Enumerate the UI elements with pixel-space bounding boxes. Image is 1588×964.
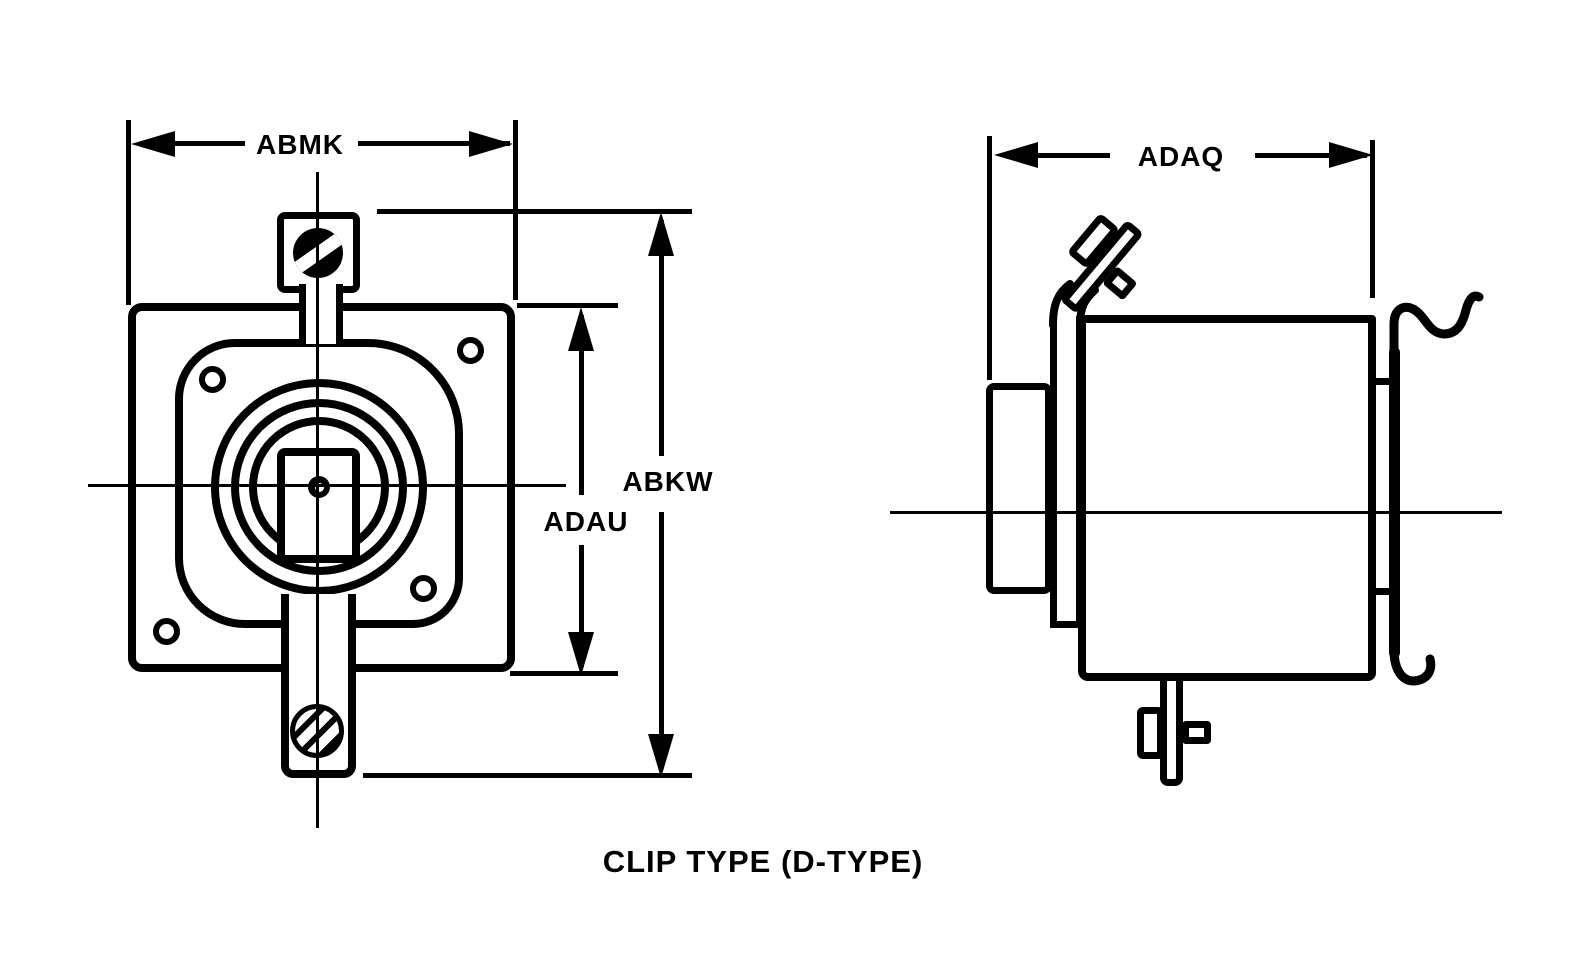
abmk-label: ABMK	[256, 129, 344, 160]
center-contact-hole	[315, 483, 324, 492]
clip-spring-bar	[1389, 347, 1400, 658]
terminal-strap-left-line	[1049, 280, 1074, 329]
top-block-neck	[299, 284, 343, 344]
front-vertical-centerline	[316, 172, 319, 828]
mounting-hole-top-left	[199, 366, 226, 393]
adaq-extension-left	[987, 136, 992, 380]
abmk-dim-line-right	[358, 141, 510, 146]
clip-bottom-hook	[1389, 645, 1436, 686]
adaq-label: ADAQ	[1137, 141, 1225, 172]
mounting-hole-top-right	[457, 337, 484, 364]
adau-label: ADAU	[543, 506, 629, 537]
adau-arrowhead-up	[568, 307, 594, 351]
bottom-terminal-tab	[1182, 721, 1211, 744]
side-horizontal-centerline	[890, 511, 1502, 514]
abkw-dim-line-lower	[659, 512, 664, 768]
adau-dim-line-upper	[579, 315, 584, 495]
adau-tick-top	[517, 303, 618, 308]
abkw-extension-top	[377, 209, 692, 214]
rear-block	[986, 383, 1052, 594]
adaq-extension-right	[1370, 140, 1375, 298]
abmk-extension-left	[126, 120, 131, 305]
abkw-arrowhead-up	[648, 212, 674, 256]
abkw-dim-line-upper	[659, 220, 664, 456]
abkw-label: ABKW	[622, 466, 714, 497]
connector-body	[1078, 315, 1376, 681]
abkw-extension-bottom	[363, 773, 692, 778]
adau-dim-line-lower	[579, 545, 584, 667]
adaq-dim-line-left	[1005, 153, 1110, 158]
adaq-dim-line-right	[1255, 153, 1367, 158]
abmk-dim-line-left	[140, 141, 245, 146]
clip-tick-upper	[1374, 378, 1391, 385]
abmk-arrowhead-left	[131, 131, 175, 157]
front-horizontal-centerline	[88, 484, 566, 487]
clip-tick-lower	[1374, 588, 1391, 595]
figure-title: CLIP TYPE (D-TYPE)	[602, 844, 924, 879]
adau-arrowhead-down	[568, 632, 594, 676]
flange-plate	[1050, 316, 1083, 628]
middle-ring	[231, 399, 407, 575]
mounting-hole-bottom-left	[153, 618, 180, 645]
mounting-hole-bottom-right	[410, 575, 437, 602]
adau-tick-bottom	[510, 671, 618, 676]
abmk-arrowhead-right	[469, 131, 513, 157]
adaq-arrowhead-right	[1329, 142, 1373, 168]
clip-top-hook	[1389, 291, 1484, 357]
adaq-arrowhead-left	[994, 142, 1038, 168]
outer-ring	[211, 379, 427, 595]
abkw-arrowhead-down	[648, 734, 674, 778]
